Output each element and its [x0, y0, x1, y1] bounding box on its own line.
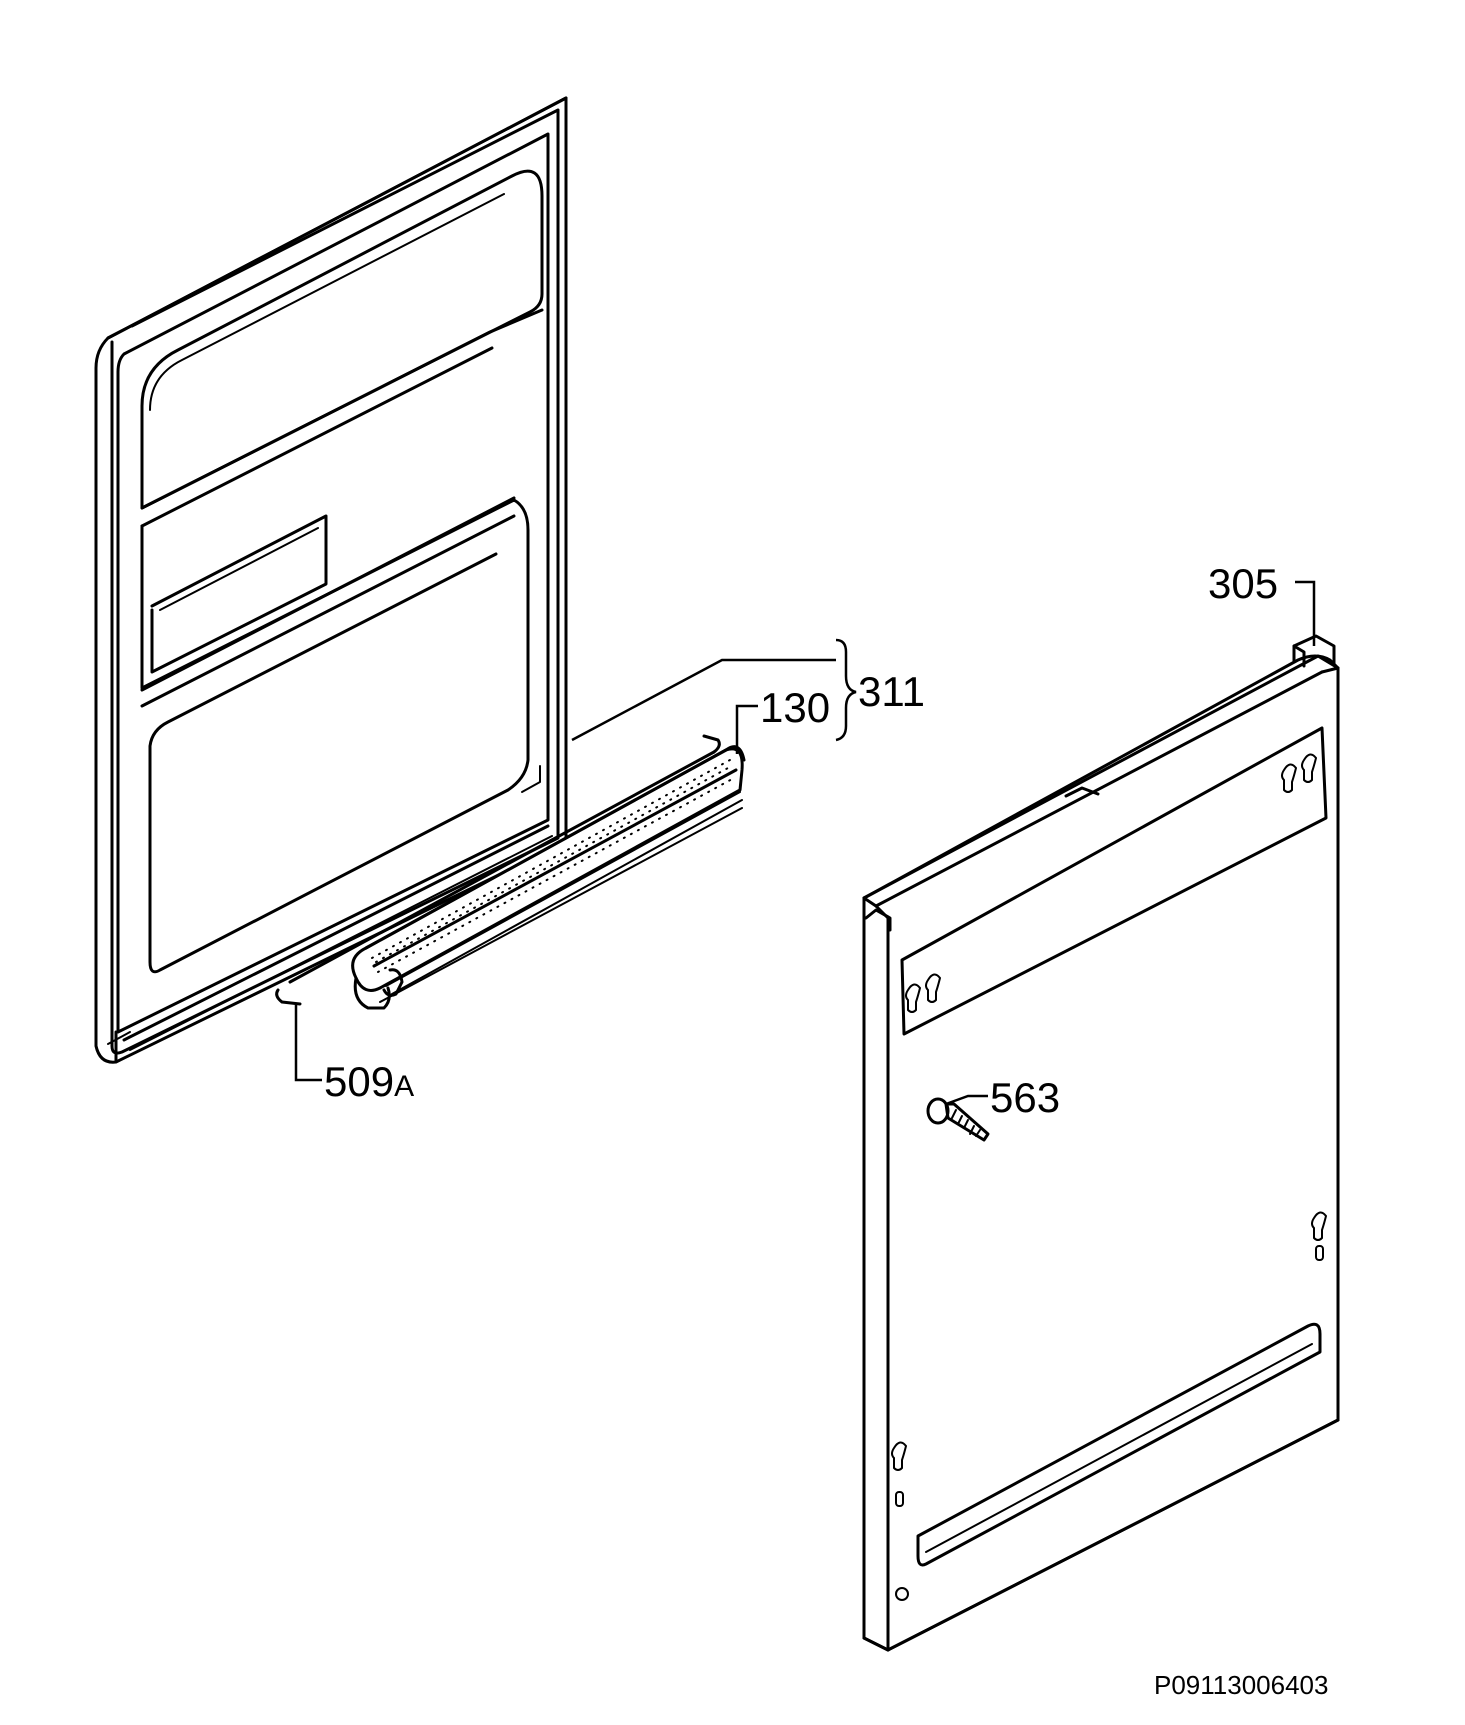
callout-labels: 311 130 509A 305 563 P09113006403: [324, 560, 1328, 1700]
label-130: 130: [760, 684, 830, 731]
inner-door-panel: [94, 96, 568, 1064]
seal-clip-part: [275, 734, 721, 1006]
label-509-number: 509: [324, 1058, 394, 1105]
label-563: 563: [990, 1074, 1060, 1121]
label-509-suffix: A: [394, 1070, 414, 1103]
label-509: 509A: [324, 1058, 414, 1105]
leader-lines: [294, 580, 1316, 1106]
label-305: 305: [1208, 560, 1278, 607]
outer-door-panel: [862, 634, 1340, 1652]
drawing-code: P09113006403: [1154, 1670, 1328, 1700]
door-seal-part: [351, 745, 746, 1010]
screw-part: [926, 1097, 990, 1142]
label-311: 311: [858, 668, 925, 715]
